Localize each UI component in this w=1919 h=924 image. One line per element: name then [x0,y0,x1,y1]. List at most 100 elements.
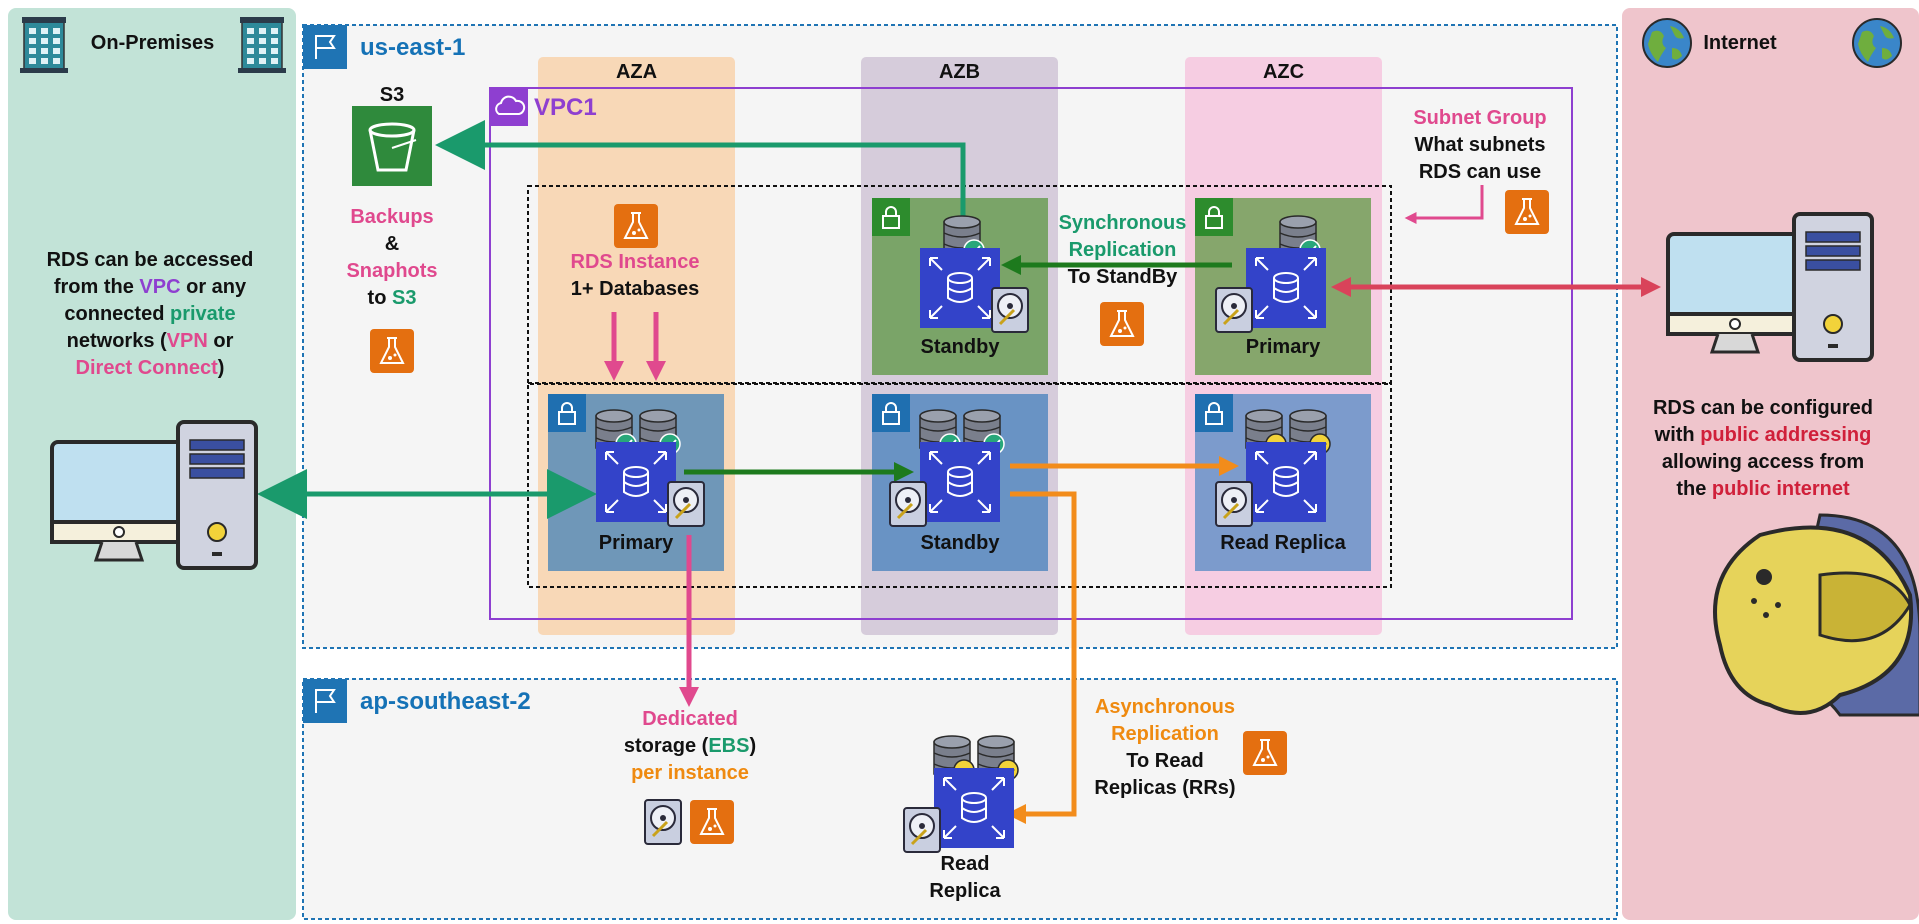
rds-instance-icon [596,442,676,522]
text-segment: per instance [631,762,749,784]
text-segment: RDS can use [1418,161,1542,183]
vpc-cloud-icon [490,88,528,126]
text-segment: public addressing [1700,424,1872,446]
text-line: Replication [1040,237,1205,264]
ebs-disk-icon [667,481,705,527]
globe-icon [1642,18,1692,68]
text-line: Asynchronous [1080,694,1250,721]
flask-icon [1505,190,1549,234]
text-line: Subnet Group [1380,105,1580,132]
text-line: RDS can use [1380,159,1580,186]
text-segment: S3 [391,287,417,309]
subnet-lock-icon [1195,198,1233,236]
text-segment: networks ( [66,330,167,352]
text-line: Direct Connect) [20,355,280,382]
instance-label-remote-rr-line1: Read [940,853,990,875]
onprem-title: On-Premises [90,32,215,54]
octopus-mascot [1713,513,1919,717]
building-icon [20,17,68,73]
text-segment: Replication [1111,723,1219,745]
ebs-disk-icon [991,287,1029,333]
az-label-b: AZB [938,61,981,83]
ebs-disk-icon [644,799,682,845]
rds-instance-icon [920,248,1000,328]
text-line: To Read [1080,748,1250,775]
instance-label-azc-bottom: Read Replica [1220,532,1346,554]
text-segment: to [367,287,392,309]
ebs-disk-icon [1215,481,1253,527]
text-segment: private [169,303,236,325]
text-segment: To StandBy [1067,266,1178,288]
building-icon [238,17,286,73]
az-label-c: AZC [1262,61,1305,83]
text-line: from the VPC or any [20,274,280,301]
s3-bucket-icon [352,106,432,186]
internet-description: RDS can be configured with public address… [1618,395,1908,503]
subnet-lock-icon [1195,394,1233,432]
text-line: RDS can be accessed [20,247,280,274]
flag-icon [303,679,347,723]
text-segment: Synchronous [1058,212,1187,234]
text-line: storage (EBS) [600,733,780,760]
text-line: Dedicated [600,706,780,733]
ebs-disk-icon [903,807,941,853]
text-segment: Snaphots [346,260,438,282]
text-line: to S3 [322,285,462,312]
text-segment: or any [180,276,247,298]
flask-icon [1243,731,1287,775]
ebs-disk-icon [1215,287,1253,333]
ebs-disk-icon [889,481,927,527]
flask-icon [1100,302,1144,346]
text-line: Synchronous [1040,210,1205,237]
text-segment: the [1676,478,1712,500]
text-segment: from the [53,276,140,298]
flask-icon [370,329,414,373]
subnet-lock-icon [872,198,910,236]
text-segment: 1+ Databases [570,278,700,300]
text-line: RDS can be configured [1618,395,1908,422]
text-segment: storage ( [623,735,709,757]
instance-label-aza-bottom: Primary [598,532,674,554]
subnet-lock-icon [548,394,586,432]
text-line: RDS Instance [530,249,740,276]
text-segment: Backups [350,206,434,228]
text-line: Backups [322,204,462,231]
arrow-async-to-remote-rr [1006,491,1077,824]
onprem-computer-icon [50,420,258,570]
rds-instance-icon [1246,442,1326,522]
instance-label-remote-rr-line2: Replica [929,880,1001,902]
instance-label-azb-top: Standby [920,336,1000,358]
text-segment: with [1654,424,1701,446]
text-segment: ) [217,357,225,379]
text-segment: Asynchronous [1094,696,1236,718]
instance-label-azb-bottom: Standby [920,532,1000,554]
rds-instance-icon [934,768,1014,848]
region-label-us-east-1: us-east-1 [360,34,466,61]
text-segment: Replication [1068,239,1177,261]
text-segment: To Read [1126,750,1204,772]
text-line: What subnets [1380,132,1580,159]
region-label-ap-southeast-2: ap-southeast-2 [360,688,531,715]
text-segment: RDS can be configured [1652,397,1874,419]
globe-icon [1852,18,1902,68]
text-segment: VPN [166,330,208,352]
rds-instance-icon [1246,248,1326,328]
instance-label-azc-top: Primary [1245,336,1321,358]
flask-icon [690,800,734,844]
text-line: allowing access from [1618,449,1908,476]
text-line: with public addressing [1618,422,1908,449]
subnet-lock-icon [872,394,910,432]
s3-label: S3 [379,84,405,106]
text-segment: VPC [139,276,181,298]
text-line: Replication [1080,721,1250,748]
internet-title: Internet [1703,32,1777,54]
text-segment: RDS can be accessed [46,249,254,271]
text-segment: EBS [708,735,750,757]
